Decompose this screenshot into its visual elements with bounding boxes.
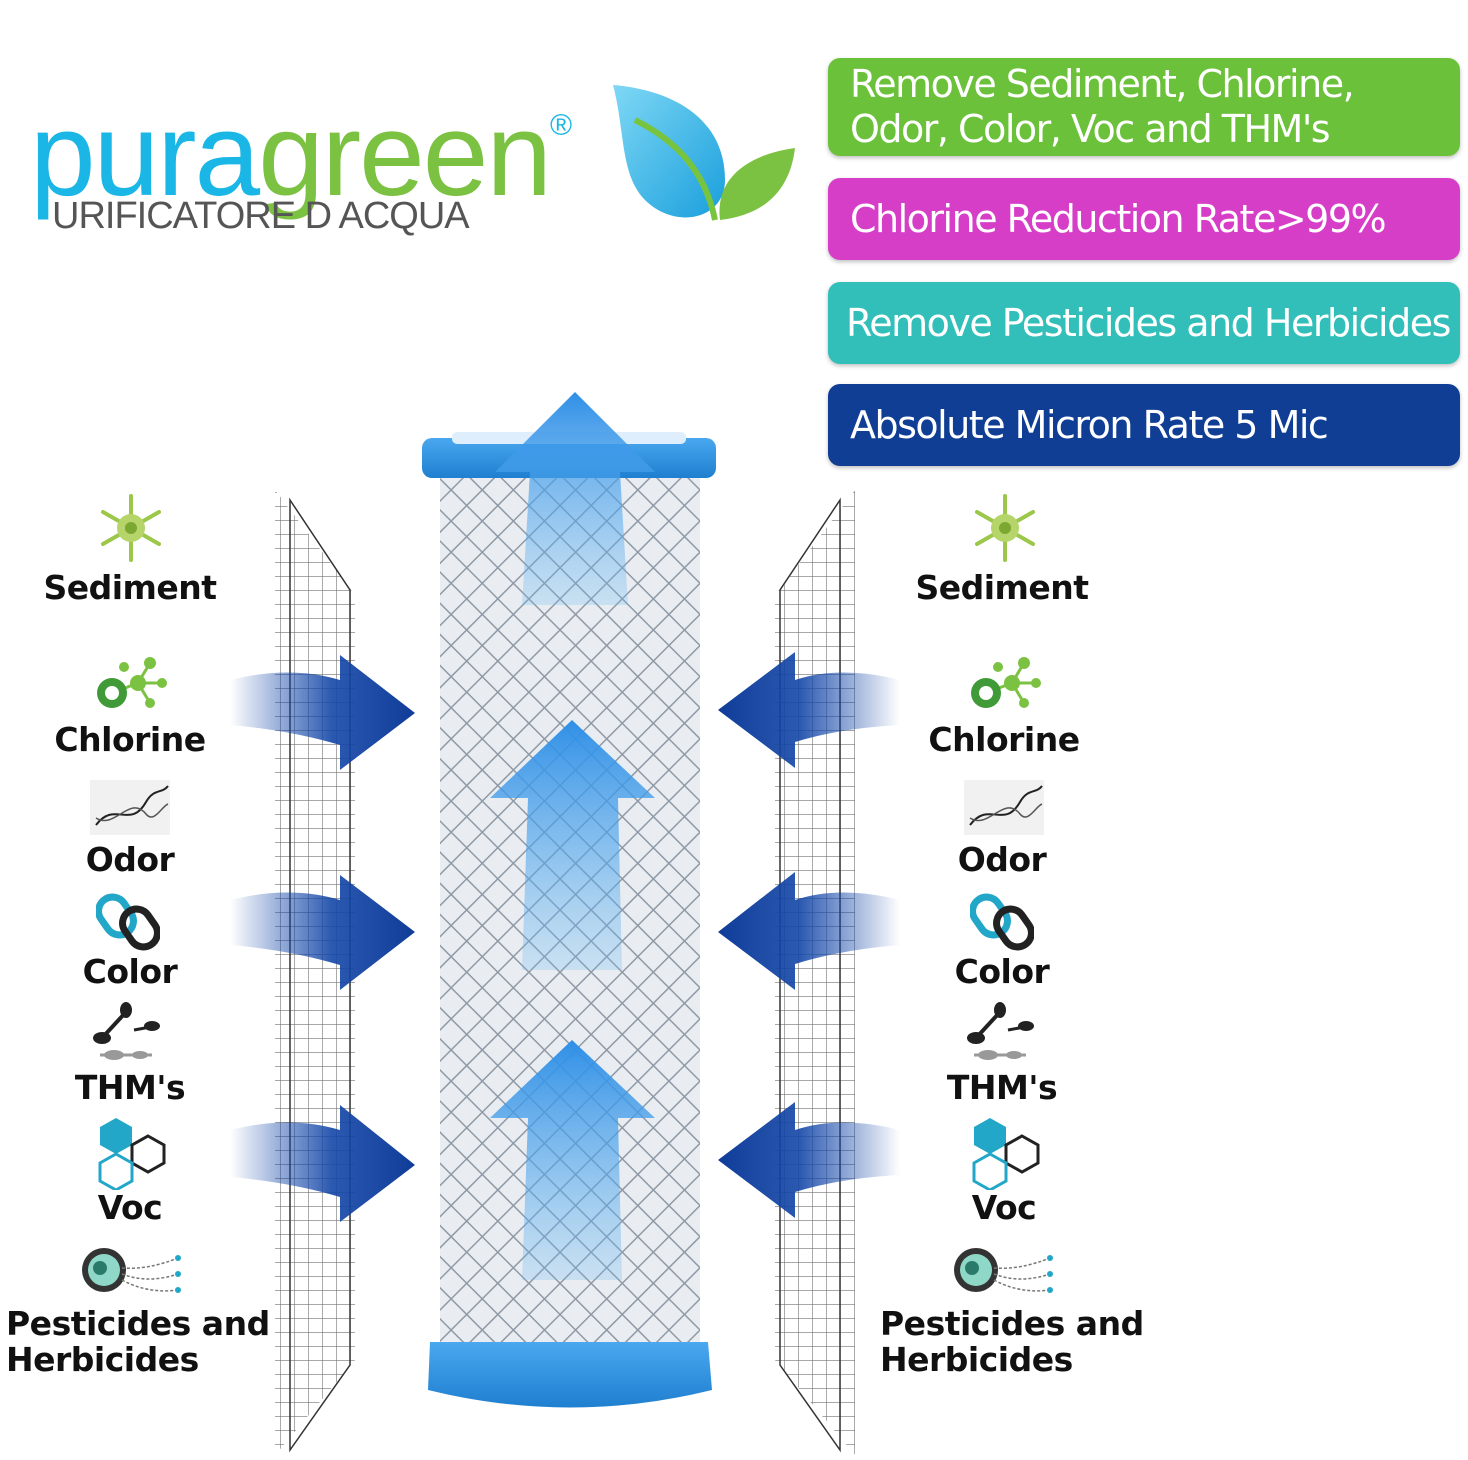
label-sediment: Sediment (43, 568, 217, 607)
label-pesticides: Pesticides and Herbicides (880, 1306, 1144, 1378)
label-line: Pesticides and (6, 1304, 270, 1343)
color-chain-icon (970, 893, 1034, 951)
sediment-icon (975, 494, 1035, 562)
color-chain-icon (96, 893, 160, 951)
filter-illustration (230, 392, 900, 1455)
label-voc: Voc (971, 1188, 1037, 1227)
banner-line: Odor, Color, Voc and THM's (850, 107, 1331, 151)
label-line: Herbicides (6, 1340, 199, 1379)
pesticide-icon (954, 1248, 1053, 1293)
voc-hexagon-icon (972, 1118, 1040, 1190)
label-line: Herbicides (880, 1340, 1073, 1379)
label-sediment: Sediment (915, 568, 1089, 607)
banner-remove-pesticides: Remove Pesticides and Herbicides (828, 282, 1460, 364)
banner-remove-sediment: Remove Sediment, Chlorine, Odor, Color, … (828, 58, 1460, 156)
banner-micron-rate: Absolute Micron Rate 5 Mic (828, 384, 1460, 466)
banner-line: Remove Sediment, Chlorine, (850, 62, 1355, 106)
inflow-arrows-right (718, 652, 900, 1218)
thm-icon (967, 1002, 1034, 1060)
banner-line: Remove Pesticides and Herbicides (846, 301, 1451, 345)
banner-line: Chlorine Reduction Rate>99% (850, 197, 1387, 241)
label-chlorine: Chlorine (54, 720, 206, 759)
pesticide-icon (82, 1248, 181, 1293)
label-pesticides: Pesticides and Herbicides (6, 1306, 270, 1378)
banner-line: Absolute Micron Rate 5 Mic (850, 403, 1329, 447)
label-odor: Odor (957, 840, 1047, 879)
label-thms: THM's (946, 1068, 1058, 1107)
chlorine-molecule-icon (971, 657, 1041, 708)
odor-icon (90, 780, 170, 835)
brand-tagline: URIFICATORE D ACQUA (52, 195, 470, 237)
chlorine-molecule-icon (97, 657, 167, 708)
brand-name-pura: pura (30, 89, 260, 221)
thm-icon (93, 1002, 160, 1060)
brand-wordmark: puragreen (30, 95, 552, 215)
label-voc: Voc (97, 1188, 163, 1227)
registered-mark: ® (550, 109, 573, 142)
label-color: Color (82, 952, 178, 991)
label-thms: THM's (74, 1068, 186, 1107)
voc-hexagon-icon (98, 1118, 166, 1190)
label-chlorine: Chlorine (928, 720, 1080, 759)
brand-name-green: green (258, 89, 552, 221)
odor-icon (964, 780, 1044, 835)
inflow-arrows-left (230, 655, 415, 1222)
sediment-icon (101, 494, 161, 562)
banner-chlorine-reduction: Chlorine Reduction Rate>99% (828, 178, 1460, 260)
upward-flow-arrows (490, 392, 655, 1280)
brand-logo: puragreen ® URIFICATORE D ACQUA (30, 95, 590, 245)
label-odor: Odor (85, 840, 175, 879)
label-line: Pesticides and (880, 1304, 1144, 1343)
leaf-water-icon (613, 85, 795, 221)
label-color: Color (954, 952, 1050, 991)
